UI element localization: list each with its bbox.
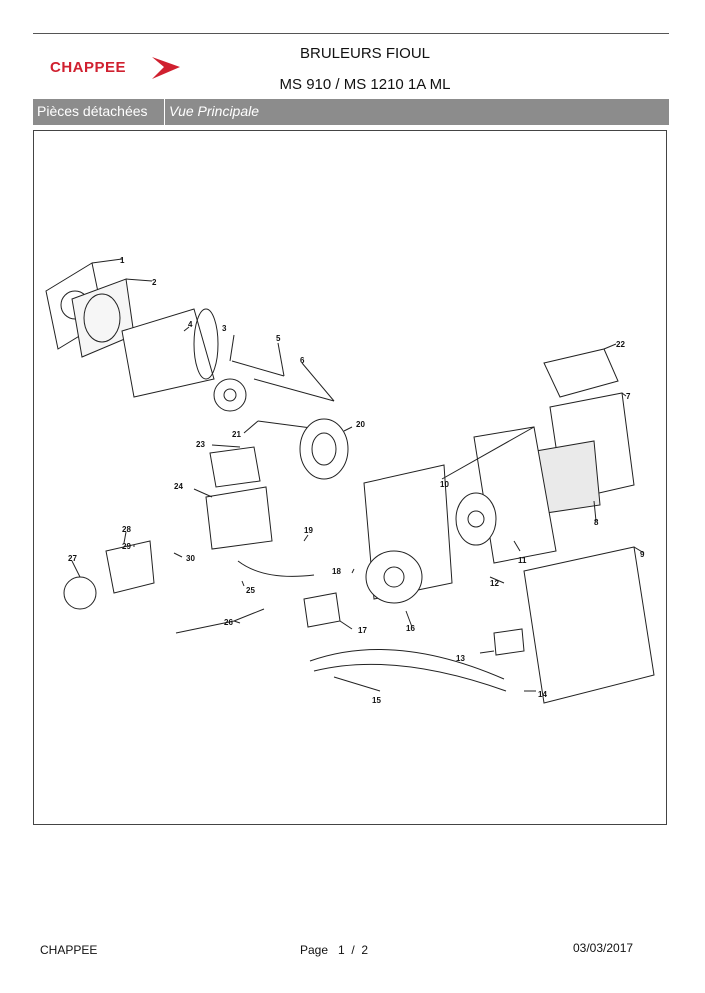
callout-28: 28: [122, 525, 131, 534]
diagram-frame: 1 2 3 4 5 6 7 8 9 10 11 12 13 14 15 16 1…: [33, 130, 667, 825]
callout-1: 1: [120, 256, 125, 265]
callout-23: 23: [196, 440, 205, 449]
callout-20: 20: [356, 420, 365, 429]
brand-logo-text: CHAPPEE: [50, 59, 127, 76]
callout-21: 21: [232, 430, 241, 439]
callout-22: 22: [616, 340, 625, 349]
header-rule: [33, 33, 669, 34]
section-view: Vue Principale: [169, 103, 260, 119]
callout-27: 27: [68, 554, 77, 563]
document-title: BRULEURS FIOUL: [299, 45, 431, 62]
callout-16: 16: [406, 624, 415, 633]
callout-29: 29: [122, 542, 131, 551]
callout-2: 2: [152, 278, 157, 287]
footer-date: 03/03/2017: [573, 941, 634, 955]
callout-13: 13: [456, 654, 465, 663]
page-current: 1: [338, 943, 345, 957]
callout-6: 6: [300, 356, 305, 365]
callout-11: 11: [518, 556, 527, 565]
callout-12: 12: [490, 579, 499, 588]
callout-30: 30: [186, 554, 195, 563]
page-separator: /: [351, 943, 355, 957]
exploded-view-diagram: 1 2 3 4 5 6 7 8 9 10 11 12 13 14 15 16 1…: [45, 256, 655, 705]
section-category: Pièces détachées: [33, 99, 165, 125]
callout-14: 14: [538, 690, 547, 699]
callout-19: 19: [304, 526, 313, 535]
callout-9: 9: [640, 550, 645, 559]
callout-17: 17: [358, 626, 367, 635]
callout-8: 8: [594, 518, 599, 527]
callout-18: 18: [332, 567, 341, 576]
brand-swoosh-icon: [152, 57, 180, 79]
callout-15: 15: [372, 696, 381, 705]
callout-4: 4: [188, 320, 193, 329]
page-total: 2: [361, 943, 369, 957]
footer-pagination: Page 1 / 2: [300, 943, 368, 957]
callout-3: 3: [222, 324, 227, 333]
brand-logo: CHAPPEE: [50, 53, 190, 83]
callout-7: 7: [626, 392, 631, 401]
callout-24: 24: [174, 482, 183, 491]
section-band: Pièces détachées Vue Principale: [33, 99, 669, 125]
footer-brand: CHAPPEE: [40, 943, 98, 957]
callout-10: 10: [440, 480, 449, 489]
callout-26: 26: [224, 618, 233, 627]
callout-25: 25: [246, 586, 255, 595]
page-label: Page: [300, 943, 329, 957]
callout-5: 5: [276, 334, 281, 343]
model-title: MS 910 / MS 1210 1A ML: [279, 76, 451, 93]
